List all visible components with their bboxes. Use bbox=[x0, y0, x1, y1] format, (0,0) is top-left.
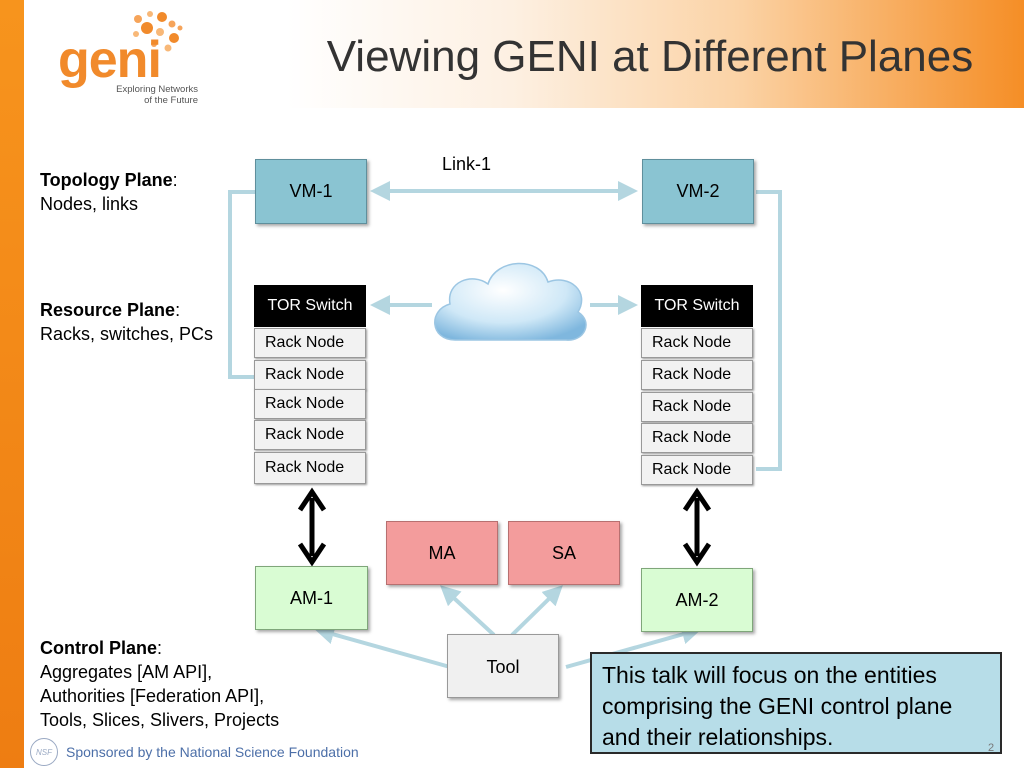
footer-text: Sponsored by the National Science Founda… bbox=[66, 744, 359, 760]
am-1-node[interactable]: AM-1 bbox=[255, 566, 368, 630]
tool-to-sa bbox=[510, 585, 563, 637]
rack-node-left[interactable]: Rack Node bbox=[254, 420, 366, 450]
tor-switch-right[interactable]: TOR Switch bbox=[641, 285, 753, 327]
tor-switch-left[interactable]: TOR Switch bbox=[254, 285, 366, 327]
topology-plane-label: Topology Plane: Nodes, links bbox=[40, 168, 178, 216]
header-band bbox=[0, 0, 1024, 108]
control-plane-label: Control Plane: Aggregates [AM API], Auth… bbox=[40, 636, 279, 732]
topology-plane-desc: Nodes, links bbox=[40, 194, 139, 214]
control-plane-line: Tools, Slices, Slivers, Projects bbox=[40, 710, 280, 730]
logo-word: geni bbox=[58, 31, 162, 89]
rack-node-right[interactable]: Rack Node bbox=[641, 360, 753, 390]
tool-to-am1 bbox=[314, 624, 451, 669]
control-plane-line: Aggregates [AM API], bbox=[40, 662, 213, 682]
topology-plane-colon: : bbox=[172, 170, 178, 190]
rack-node-left[interactable]: Rack Node bbox=[254, 389, 366, 419]
control-plane-heading: Control Plane bbox=[40, 638, 158, 658]
rack-node-right[interactable]: Rack Node bbox=[641, 423, 753, 453]
link-1-label: Link-1 bbox=[442, 154, 492, 174]
vm2-to-rack-connector bbox=[756, 190, 782, 471]
double-arrow-icon bbox=[682, 487, 712, 567]
footer: NSF Sponsored by the National Science Fo… bbox=[30, 738, 359, 766]
vm-1-node[interactable]: VM-1 bbox=[255, 159, 367, 224]
slide-title: Viewing GENI at Different Planes bbox=[326, 32, 974, 81]
left-accent-bar bbox=[0, 0, 24, 768]
tool-node[interactable]: Tool bbox=[447, 634, 559, 698]
rack-node-left[interactable]: Rack Node bbox=[254, 360, 366, 390]
vm1-to-rack-connector bbox=[228, 190, 256, 379]
rack-node-right[interactable]: Rack Node bbox=[641, 455, 753, 485]
resource-plane-colon: : bbox=[175, 300, 181, 320]
logo-subtitle: Exploring Networks of the Future bbox=[116, 84, 198, 106]
resource-plane-desc: Racks, switches, PCs bbox=[40, 324, 214, 344]
page-number: 2 bbox=[988, 742, 995, 754]
control-plane-colon: : bbox=[157, 638, 163, 658]
geni-logo: geni Exploring Networks of the Future bbox=[50, 6, 210, 106]
rack-node-right[interactable]: Rack Node bbox=[641, 392, 753, 422]
vm-2-node[interactable]: VM-2 bbox=[642, 159, 754, 224]
sa-node[interactable]: SA bbox=[508, 521, 620, 585]
logo-dots-icon bbox=[133, 11, 183, 52]
resource-plane-heading: Resource Plane bbox=[40, 300, 176, 320]
rack-node-right[interactable]: Rack Node bbox=[641, 328, 753, 358]
tool-to-am2 bbox=[565, 624, 702, 669]
rack-node-left[interactable]: Rack Node bbox=[254, 452, 366, 484]
am-2-node[interactable]: AM-2 bbox=[641, 568, 753, 632]
callout-box: This talk will focus on the entities com… bbox=[590, 652, 1002, 754]
rack-node-left[interactable]: Rack Node bbox=[254, 328, 366, 358]
tool-to-ma bbox=[440, 585, 496, 637]
cloud-icon bbox=[434, 262, 587, 341]
topology-plane-heading: Topology Plane bbox=[40, 170, 173, 190]
double-arrow-icon bbox=[297, 487, 327, 567]
resource-plane-label: Resource Plane: Racks, switches, PCs bbox=[40, 298, 213, 346]
nsf-logo-icon: NSF bbox=[30, 738, 58, 766]
ma-node[interactable]: MA bbox=[386, 521, 498, 585]
control-plane-line: Authorities [Federation API], bbox=[40, 686, 265, 706]
